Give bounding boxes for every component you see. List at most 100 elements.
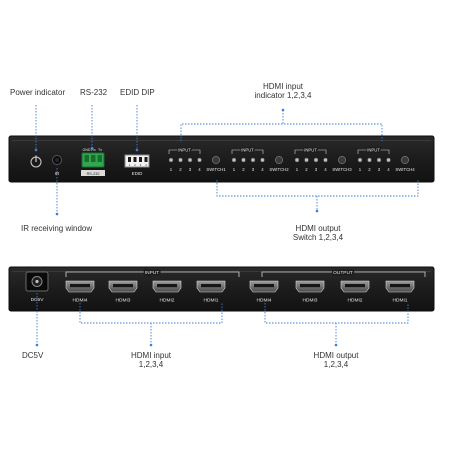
input-led-number: 4 xyxy=(387,167,390,172)
dc-power-jack[interactable] xyxy=(25,271,49,292)
input-led-number: 4 xyxy=(324,167,327,172)
input-led-1 xyxy=(168,157,174,163)
switch-button-2[interactable] xyxy=(275,156,283,164)
output-port-hdmi1[interactable]: HDMI1 xyxy=(385,280,415,304)
rs232-pin-rx: Rx xyxy=(91,148,96,152)
input-led-2 xyxy=(178,157,183,163)
switch-button-label: SWITCH2 xyxy=(269,167,289,172)
input-led-number: 1 xyxy=(233,167,236,172)
switch-group-2: INPUT 1 2 3 4 SWITCH2 xyxy=(231,146,289,172)
input-led-number: 3 xyxy=(378,167,381,172)
input-port-label: HDMI1 xyxy=(204,298,219,304)
switch-button-1[interactable] xyxy=(212,156,220,164)
rear-output-header: OUTPUT xyxy=(333,270,353,276)
output-port-hdmi4[interactable]: HDMI4 xyxy=(249,280,279,304)
input-led-3 xyxy=(187,157,193,163)
input-led-3 xyxy=(250,157,256,163)
switch-button-label: SWITCH1 xyxy=(206,167,226,172)
input-header-bracket xyxy=(294,149,327,154)
input-led-number: 4 xyxy=(198,167,201,172)
switch-button-label: SWITCH3 xyxy=(332,167,352,172)
input-led-4 xyxy=(260,157,265,163)
input-led-4 xyxy=(386,157,391,163)
input-led-3 xyxy=(376,157,382,163)
callout-hdmi-input-line2: 1,2,3,4 xyxy=(138,360,164,369)
callout-power-indicator: Power indicator xyxy=(10,88,66,97)
input-header-bracket xyxy=(168,149,201,154)
output-bracket xyxy=(261,271,426,277)
input-led-1 xyxy=(294,157,300,163)
input-port-hdmi1[interactable]: HDMI1 xyxy=(196,280,226,304)
edid-switch-number-2: 2 xyxy=(134,163,136,167)
callout-hdmi-output-line1: HDMI output xyxy=(313,351,359,360)
input-led-number: 3 xyxy=(189,167,192,172)
input-header-label: INPUT xyxy=(178,148,191,153)
edid-switch-number-3: 3 xyxy=(140,163,142,167)
output-port-label: HDMI3 xyxy=(303,298,318,304)
callout-hdmi-input: HDMI input 1,2,3,4 xyxy=(110,351,192,369)
input-led-4 xyxy=(197,157,202,163)
input-led-number: 3 xyxy=(315,167,318,172)
input-port-hdmi3[interactable]: HDMI3 xyxy=(108,280,138,304)
callout-hdmi-input-indicator-line1: HDMI input xyxy=(262,82,303,91)
power-icon xyxy=(30,155,42,168)
output-port-hdmi2[interactable]: HDMI2 xyxy=(340,280,370,304)
callout-hdmi-output-switch-line1: HDMI output xyxy=(295,224,341,233)
switch-group-1: INPUT 1 2 3 4 SWITCH1 xyxy=(168,146,226,172)
edid-switch-number-1: 1 xyxy=(129,163,131,167)
input-header-bracket xyxy=(357,149,390,154)
callout-hdmi-output-switch: HDMI output Switch 1,2,3,4 xyxy=(275,224,361,242)
input-port-label: HDMI3 xyxy=(116,298,131,304)
edid-label: EDID xyxy=(132,171,144,176)
callout-hdmi-input-indicator-line2: indicator 1,2,3,4 xyxy=(254,91,312,100)
rs232-badge: RS-232 xyxy=(87,172,100,176)
dc5v-panel-label: DC5V xyxy=(31,297,45,303)
switch-button-3[interactable] xyxy=(338,156,346,164)
input-led-2 xyxy=(304,157,309,163)
rs232-terminal[interactable] xyxy=(81,152,105,176)
input-led-number: 1 xyxy=(296,167,299,172)
input-led-2 xyxy=(241,157,246,163)
callout-hdmi-output-line2: 1,2,3,4 xyxy=(323,360,349,369)
input-led-number: 3 xyxy=(252,167,255,172)
input-led-number: 1 xyxy=(170,167,173,172)
input-header-label: INPUT xyxy=(367,148,380,153)
callout-edid-dip: EDID DIP xyxy=(120,88,155,97)
callout-hdmi-output-switch-line2: Switch 1,2,3,4 xyxy=(292,233,344,242)
input-led-number: 4 xyxy=(261,167,264,172)
output-port-label: HDMI2 xyxy=(348,298,363,304)
input-port-hdmi2[interactable]: HDMI2 xyxy=(152,280,182,304)
input-header-bracket xyxy=(231,149,264,154)
rear-input-header: INPUT xyxy=(145,270,159,276)
input-led-number: 2 xyxy=(368,167,371,172)
input-led-1 xyxy=(357,157,363,163)
rs232-pin-tx: Tx xyxy=(98,148,102,152)
callout-hdmi-input-indicator: HDMI input indicator 1,2,3,4 xyxy=(240,82,326,100)
input-port-label: HDMI2 xyxy=(160,298,175,304)
input-led-number: 2 xyxy=(305,167,308,172)
callout-hdmi-input-line1: HDMI input xyxy=(130,351,171,360)
output-port-label: HDMI4 xyxy=(257,298,272,304)
switch-button-4[interactable] xyxy=(401,156,409,164)
input-led-number: 2 xyxy=(242,167,245,172)
input-led-3 xyxy=(313,157,319,163)
input-led-number: 1 xyxy=(359,167,362,172)
callout-ir-receiving-window: IR receiving window xyxy=(21,224,93,233)
input-port-hdmi4[interactable]: HDMI4 xyxy=(65,280,95,304)
edid-switch-number-4: 4 xyxy=(145,163,147,167)
rs232-pin-gnd: GND xyxy=(83,148,91,152)
callout-hdmi-output: HDMI output 1,2,3,4 xyxy=(295,351,377,369)
output-port-hdmi3[interactable]: HDMI3 xyxy=(295,280,325,304)
input-port-label: HDMI4 xyxy=(73,298,88,304)
callout-rs232: RS-232 xyxy=(80,88,108,97)
input-led-4 xyxy=(323,157,328,163)
input-header-label: INPUT xyxy=(241,148,254,153)
edid-dip-switch[interactable] xyxy=(124,154,150,168)
ir-label: IR xyxy=(55,171,60,176)
ir-window xyxy=(52,155,62,165)
input-led-number: 2 xyxy=(179,167,182,172)
